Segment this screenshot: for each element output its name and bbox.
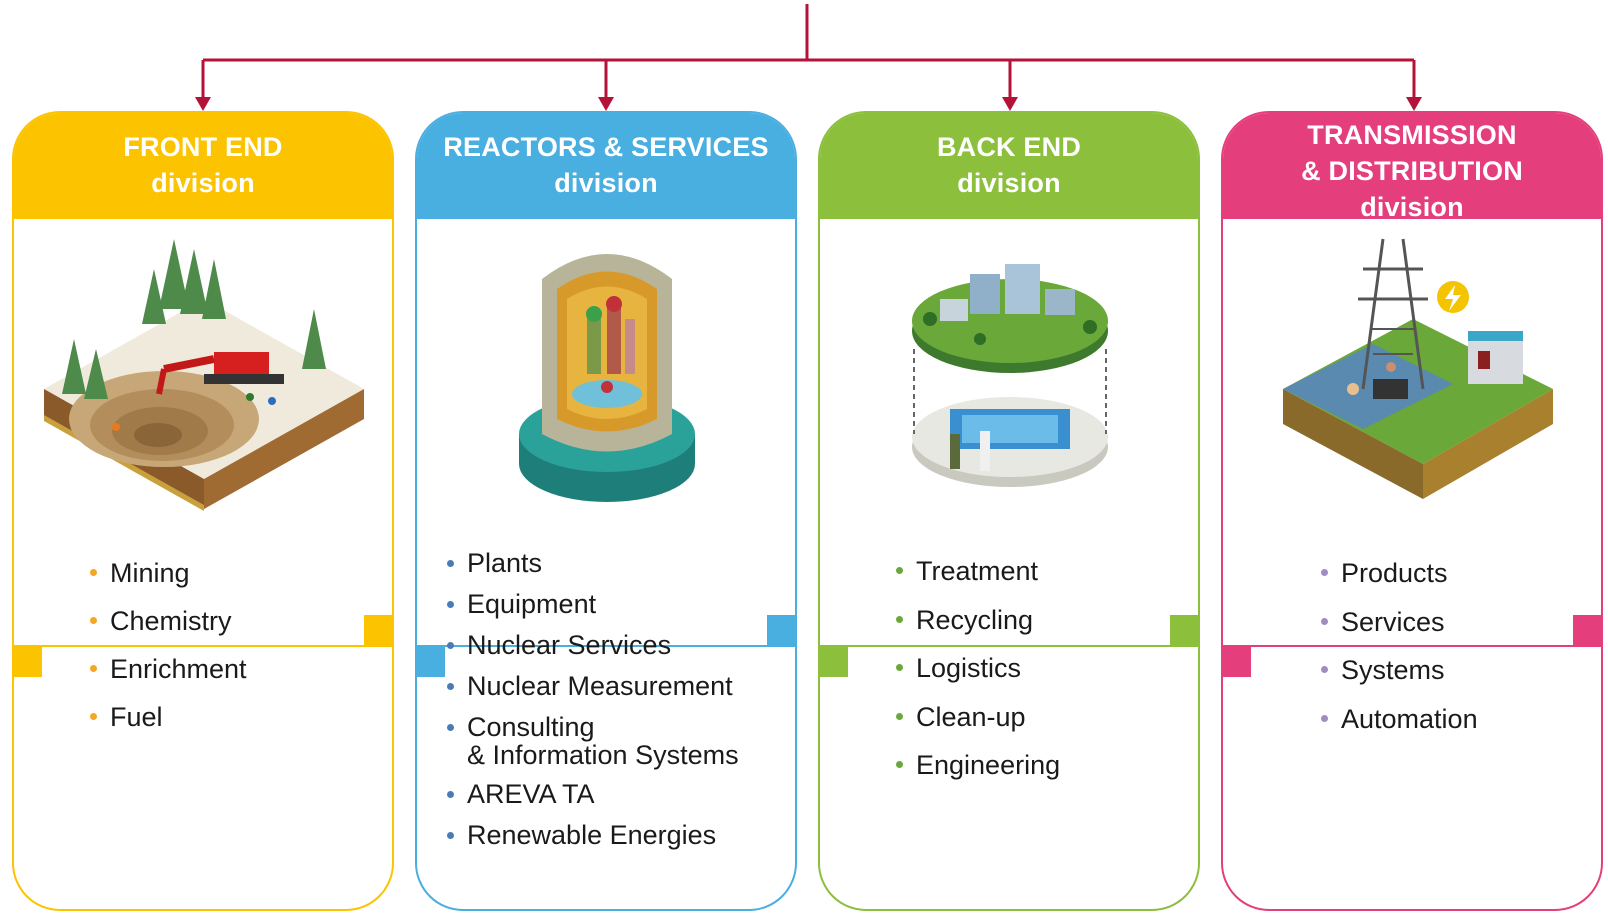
corner-square [417,647,445,677]
list-item: Renewable Energies [447,815,739,856]
bullet-dot [896,567,903,574]
division-title-line: & DISTRIBUTION [1301,156,1523,186]
division-title-line: FRONT END [123,132,283,162]
division-title-line: division [554,168,658,198]
reactors-services-item-list: Plants Equipment Nuclear Services Nuclea… [447,543,739,856]
bullet-dot [896,761,903,768]
division-title-line: BACK END [936,132,1082,162]
open-pit-mine-illustration [44,239,364,511]
division-title-line: division [151,168,255,198]
list-item: Services [1321,598,1478,647]
bullet-dot [447,683,454,690]
back-end-division-card: BACK END division Treatment Recycling [818,111,1200,911]
bullet-dot [90,665,97,672]
arrowhead-transmission [1406,97,1422,111]
list-item: Treatment [896,547,1060,596]
corner-square [14,647,42,677]
list-item: Engineering [896,741,1060,790]
list-item: Logistics [896,644,1060,693]
transmission-illustration-panel [1223,217,1601,647]
power-grid-illustration [1283,238,1553,499]
reactor-cutaway-illustration [519,254,695,502]
corner-square [364,615,392,645]
back-end-item-list: Treatment Recycling Logistics Clean-up E… [896,547,1060,790]
bullet-dot [1321,569,1328,576]
bullet-dot [90,569,97,576]
bullet-dot [90,617,97,624]
corner-square [767,615,795,645]
corner-square [1170,615,1198,645]
division-title-line: REACTORS & SERVICES [443,132,769,162]
bullet-dot [447,560,454,567]
bullet-dot [1321,714,1328,722]
arrowhead-front-end [195,97,211,111]
list-item: Automation [1321,695,1478,744]
bullet-dot [447,642,454,649]
back-end-illustration-panel [820,217,1198,647]
list-item: Mining [90,549,247,597]
connector-lines [195,4,1422,111]
arrowhead-reactors [598,97,614,111]
bullet-dot [447,791,454,798]
bullet-dot [1321,666,1328,673]
transmission-distribution-header: TRANSMISSION & DISTRIBUTION division [1223,113,1601,222]
list-item: Recycling [896,596,1060,645]
back-end-header: BACK END division [820,113,1198,217]
list-item: Clean-up [896,693,1060,742]
list-item: Systems [1321,646,1478,695]
division-title-line: division [957,168,1061,198]
front-end-item-list: Mining Chemistry Enrichment Fuel [90,549,247,741]
list-item: Plants [447,543,739,584]
list-item: Enrichment [90,645,247,693]
list-item: AREVA TA [447,774,739,815]
bullet-dot [90,713,97,720]
list-item: Nuclear Measurement [447,666,739,707]
bullet-dot [1321,617,1328,625]
transmission-distribution-item-list: Products Services Systems Automation [1321,549,1478,743]
list-item: Equipment [447,584,739,625]
corner-square [1223,647,1251,677]
reactors-services-header: REACTORS & SERVICES division [417,113,795,217]
arrowhead-back-end [1002,97,1018,111]
transmission-distribution-division-card: TRANSMISSION & DISTRIBUTION division [1221,111,1603,911]
list-item: Products [1321,549,1478,598]
bullet-dot [447,601,454,608]
list-item: Nuclear Services [447,625,739,666]
list-item: Fuel [90,693,247,741]
front-end-division-card: FRONT END division [12,111,394,911]
list-item: Chemistry [90,597,247,645]
corner-square [1573,615,1601,645]
recycling-plant-illustration [912,264,1108,487]
front-end-header: FRONT END division [14,113,392,217]
division-title-line: TRANSMISSION [1307,120,1517,150]
front-end-illustration-panel [14,217,392,647]
bullet-dot [447,724,454,731]
reactors-services-division-card: REACTORS & SERVICES division Plants Equi… [415,111,797,911]
bullet-dot [896,664,903,671]
bullet-dot [896,615,903,623]
reactors-illustration-panel [417,217,795,647]
corner-square [820,647,848,677]
bullet-dot [447,832,454,839]
list-item: Consulting& Information Systems [447,707,739,774]
bullet-dot [896,712,903,720]
